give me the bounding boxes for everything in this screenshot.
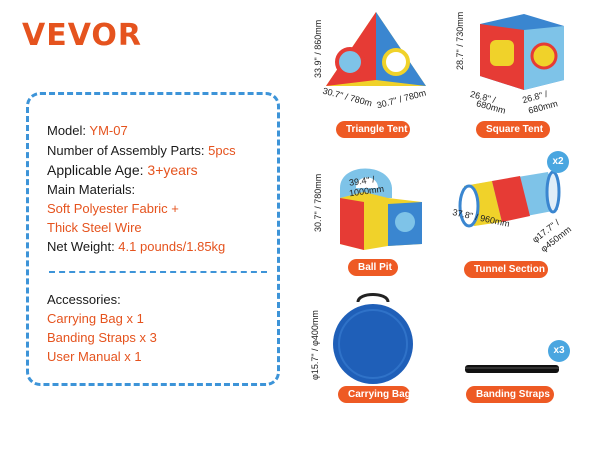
spec-model-value: YM-07 — [89, 123, 128, 138]
spec-model-key: Model: — [47, 123, 90, 138]
tunnel-quantity-badge: x2 — [547, 151, 569, 173]
spec-age-value: 3+years — [147, 162, 198, 178]
brand-logo: VEVOR — [22, 18, 143, 53]
accessory-item: Carrying Bag x 1 — [47, 311, 144, 326]
spec-age-key: Applicable Age: — [47, 162, 148, 178]
spec-age: Applicable Age: 3+years — [47, 162, 198, 178]
spec-weight-key: Net Weight: — [47, 239, 119, 254]
spec-material-2: Thick Steel Wire — [47, 220, 142, 235]
banding-straps-image — [465, 365, 559, 373]
straps-quantity-badge: x3 — [548, 340, 570, 362]
triangle-tent-image — [326, 12, 426, 86]
spec-parts: Number of Assembly Parts: 5pcs — [47, 143, 236, 158]
spec-model: Model: YM-07 — [47, 123, 128, 138]
spec-weight: Net Weight: 4.1 pounds/1.85kg — [47, 239, 225, 254]
tunnel-section-label: Tunnel Section — [464, 261, 548, 278]
spec-card: Model: YM-07 Number of Assembly Parts: 5… — [26, 92, 280, 386]
ball-pit-height: 30.7" / 780mm — [313, 173, 323, 232]
ball-pit-image — [340, 168, 422, 250]
accessories-title: Accessories: — [47, 292, 121, 307]
spec-material-1: Soft Polyester Fabric + — [47, 201, 179, 216]
triangle-height: 33.9" / 860mm — [313, 19, 323, 78]
spec-parts-value: 5pcs — [208, 143, 236, 158]
carrying-bag-diameter: φ15.7" / φ400mm — [310, 310, 320, 380]
tunnel-image — [458, 170, 561, 228]
accessory-item: User Manual x 1 — [47, 349, 142, 364]
accessory-item: Banding Straps x 3 — [47, 330, 157, 345]
divider — [49, 271, 267, 273]
square-height: 28.7" / 730mm — [455, 11, 465, 70]
banding-straps-label: Banding Straps — [466, 386, 554, 403]
carrying-bag-image — [333, 293, 413, 384]
carrying-bag-label: Carrying Bag — [338, 386, 411, 403]
square-width-1b: 680mm — [475, 98, 507, 116]
spec-parts-key: Number of Assembly Parts: — [47, 143, 209, 158]
square-tent-image — [480, 14, 564, 90]
triangle-width-2: 30.7" / 780m — [375, 87, 428, 111]
triangle-tent-label: Triangle Tent — [336, 121, 410, 138]
spec-weight-value: 4.1 pounds/1.85kg — [118, 239, 226, 254]
spec-materials-key: Main Materials: — [47, 182, 136, 197]
square-tent-label: Square Tent — [476, 121, 550, 138]
ball-pit-label: Ball Pit — [348, 259, 398, 276]
